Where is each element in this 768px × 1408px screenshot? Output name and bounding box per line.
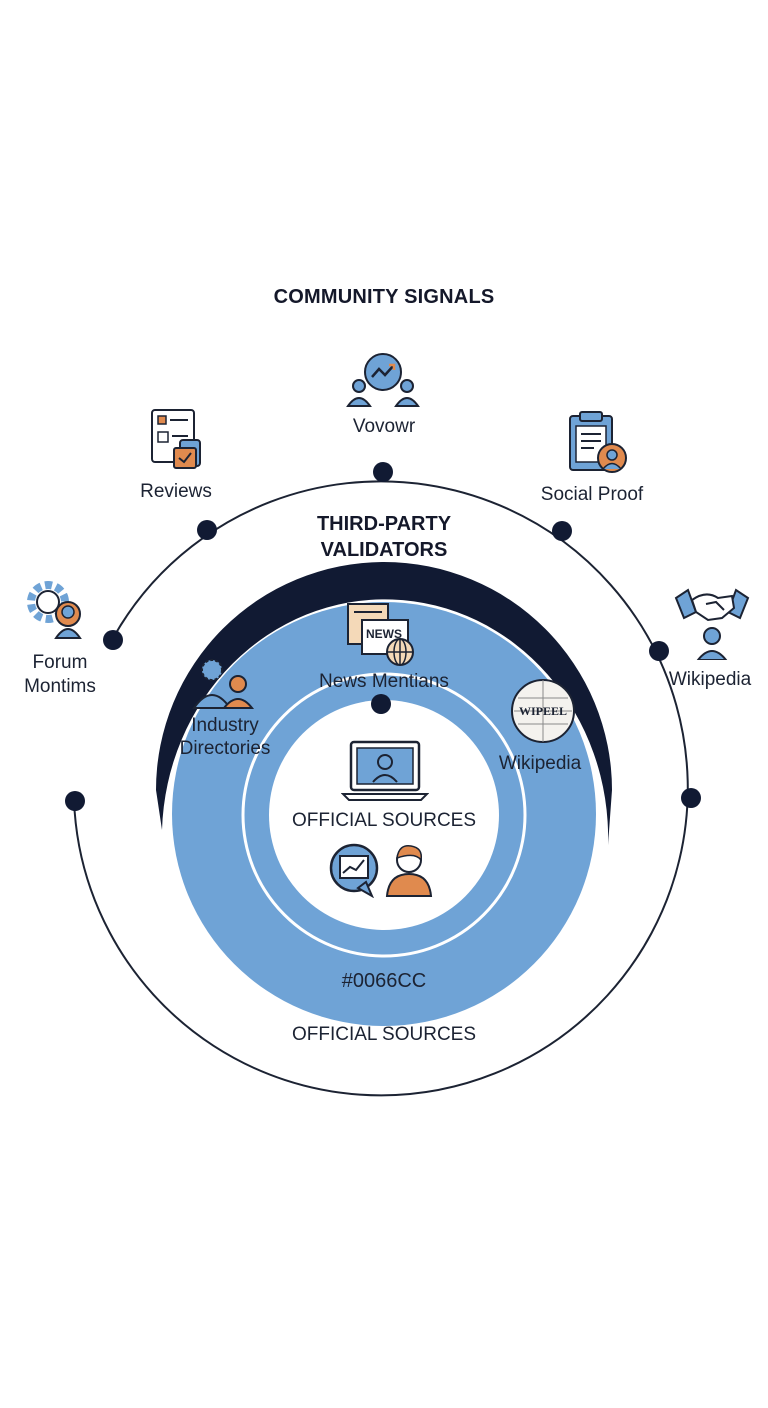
label-forum-line2: Montims — [24, 676, 96, 697]
diagram-title: COMMUNITY SIGNALS — [273, 286, 495, 308]
label-news-mentians: News Mentians — [319, 671, 449, 692]
people-directory-icon — [192, 650, 258, 715]
color-code-label: #0066CC — [341, 970, 427, 992]
label-social-proof: Social Proof — [540, 484, 644, 505]
node-upper-left — [197, 520, 217, 540]
newspaper-icon: NEWS — [344, 600, 418, 673]
profile-document-icon — [566, 410, 630, 481]
svg-text:NEWS: NEWS — [366, 627, 402, 641]
handshake-icon — [672, 582, 752, 665]
laptop-user-icon — [340, 738, 430, 807]
globe-text: WIPEEL — [519, 704, 567, 718]
node-upper-right — [552, 521, 572, 541]
outer-ring — [73, 480, 689, 1097]
label-industry-line2: Directories — [179, 738, 271, 759]
node-lower-right — [681, 788, 701, 808]
label-industry-directories: Industry Directories — [158, 714, 292, 760]
navy-crescent — [156, 562, 612, 845]
middle-ring-label: THIRD-PARTY VALIDATORS — [284, 511, 484, 563]
label-wikipedia-inner: Wikipedia — [498, 753, 582, 774]
label-wikipedia-outer: Wikipedia — [668, 669, 752, 690]
middle-ring-label-line2: VALIDATORS — [320, 539, 448, 561]
inner-ring — [241, 672, 527, 958]
core-disc — [269, 700, 499, 930]
label-vovowr: Vovowr — [352, 416, 416, 437]
node-inner-top — [371, 694, 391, 714]
label-forum: Forum Montims — [0, 651, 120, 699]
bottom-label: OFFICIAL SOURCES — [291, 1024, 477, 1045]
chat-chart-icon — [328, 842, 384, 903]
review-checklist-icon — [146, 406, 210, 477]
middle-ring-label-line1: THIRD-PARTY — [316, 513, 452, 535]
node-top — [373, 462, 393, 482]
node-right — [649, 641, 669, 661]
core-label: OFFICIAL SOURCES — [291, 810, 477, 831]
node-left — [103, 630, 123, 650]
wikipedia-globe-icon: WIPEEL — [510, 678, 576, 749]
node-lower-left — [65, 791, 85, 811]
label-forum-line1: Forum — [32, 652, 88, 673]
label-industry-line1: Industry — [191, 715, 259, 736]
label-reviews: Reviews — [140, 481, 212, 502]
forum-gear-user-icon — [24, 576, 88, 647]
team-growth-icon — [345, 350, 421, 415]
person-icon — [385, 842, 435, 903]
